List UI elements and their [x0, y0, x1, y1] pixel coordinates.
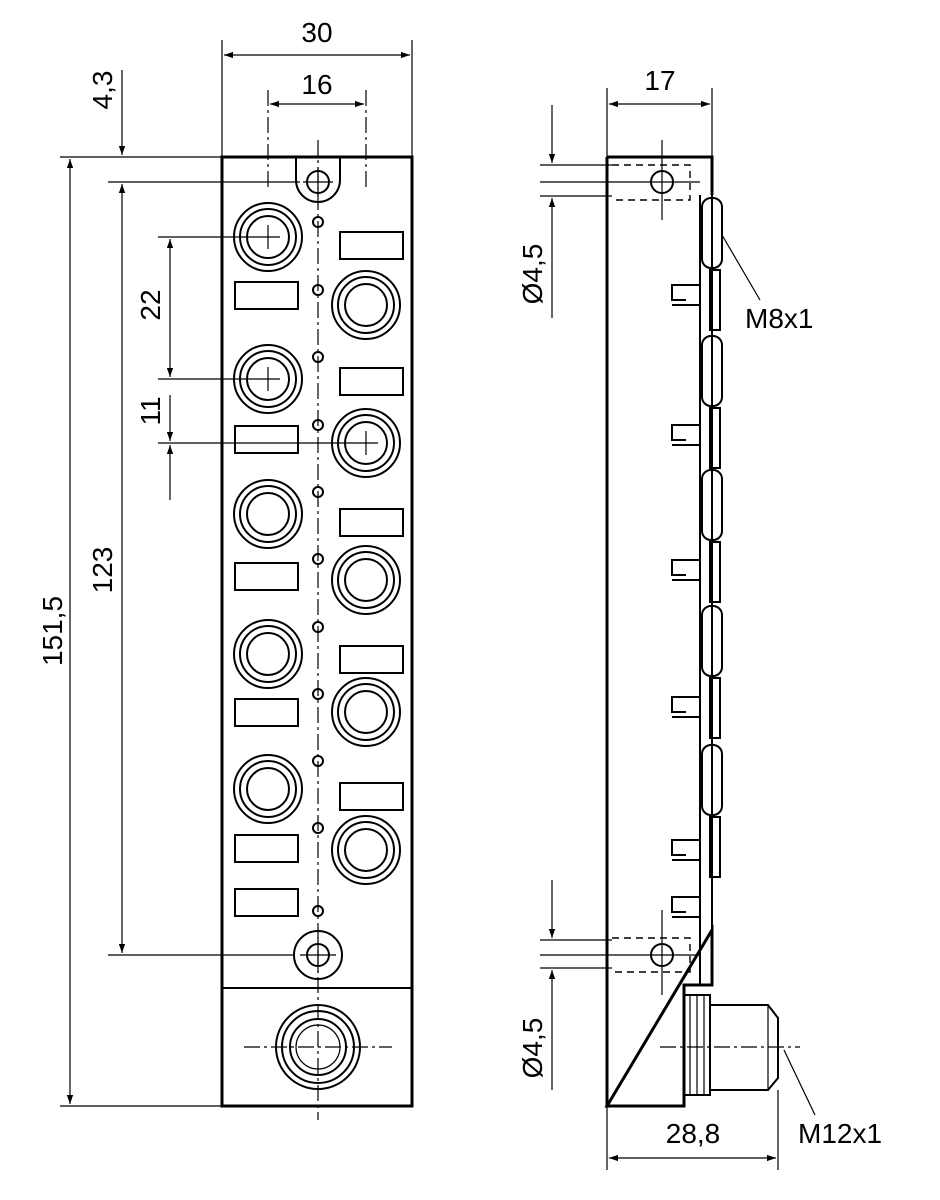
led-clips: [671, 284, 700, 918]
dim-label-28-8: 28,8: [666, 1118, 721, 1149]
m8-socket: [233, 479, 303, 549]
connectors-right: [331, 270, 401, 885]
m8-socket: [331, 545, 401, 615]
dim-hole-bottom: Ø4,5: [517, 880, 612, 1090]
dim-label-30: 30: [301, 17, 332, 48]
m8-socket: [331, 677, 401, 747]
dim-label-123: 123: [87, 547, 118, 594]
dim-label-11: 11: [135, 396, 166, 425]
label-m8: M8x1: [721, 234, 813, 334]
dim-label-hole-bottom: Ø4,5: [517, 1018, 548, 1079]
connectors-left: [233, 202, 303, 824]
dim-label-22: 22: [135, 289, 166, 320]
dim-label-17: 17: [644, 65, 675, 96]
dim-label-hole-top: Ø4,5: [517, 244, 548, 305]
mounting-hole-top: [295, 157, 341, 203]
m12-connector-front: [244, 1004, 392, 1090]
front-view: 30 16 151,5 4,3 123: [37, 17, 414, 1120]
dim-width-30: 30: [221, 17, 413, 157]
dim-pitch-16: 16: [270, 69, 364, 108]
thread-label-m12: M12x1: [798, 1118, 882, 1149]
dim-mount-spacing: 4,3 123: [87, 70, 300, 956]
dim-label-151-5: 151,5: [37, 596, 68, 666]
front-housing: [220, 155, 414, 1108]
dim-label-16: 16: [301, 69, 332, 100]
m8-profiles: [701, 197, 723, 878]
dim-depth-17: 17: [606, 65, 713, 157]
mounting-hole-bottom: [293, 930, 343, 980]
side-front-face: [699, 195, 713, 985]
m8-socket: [233, 619, 303, 689]
dim-label-4-3: 4,3: [87, 71, 118, 110]
status-dots: [312, 216, 324, 917]
thread-label-m8: M8x1: [745, 303, 813, 334]
side-view: 17 Ø4,5 Ø4,5 28,8 M8x1 M12x1: [517, 65, 882, 1170]
dim-pitch-22-11: 22 11: [135, 236, 354, 500]
m8-socket: [233, 754, 303, 824]
label-m12: M12x1: [783, 1049, 882, 1149]
dim-depth-28-8: 28,8: [606, 1090, 779, 1170]
led-windows: [234, 231, 404, 917]
side-hole-top: [540, 140, 700, 220]
dim-hole-top: Ø4,5: [517, 105, 612, 318]
m8-socket: [331, 815, 401, 885]
side-housing: [604, 155, 714, 1108]
side-hole-bottom: [540, 910, 700, 995]
m12-connector-side: [660, 994, 800, 1096]
dim-height-151-5: 151,5: [37, 156, 222, 1107]
m8-socket: [331, 270, 401, 340]
